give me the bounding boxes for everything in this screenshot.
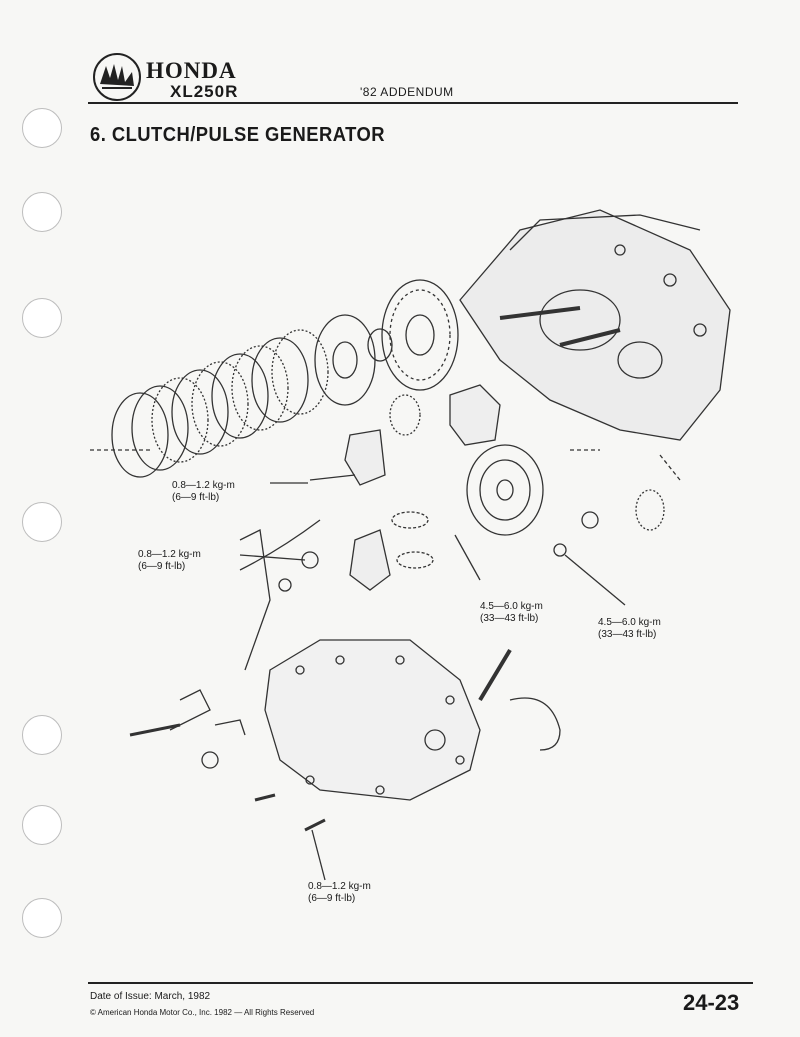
binder-hole — [22, 192, 62, 232]
torque-spec-label: 0.8—1.2 kg-m(6—9 ft-lb) — [138, 549, 201, 572]
clutch-center — [314, 314, 376, 406]
torque-spec-label: 4.5—6.0 kg-m(33—43 ft-lb) — [480, 601, 543, 624]
header-rule — [88, 102, 738, 104]
torque-spec-label: 4.5—6.0 kg-m(33—43 ft-lb) — [598, 617, 661, 640]
model-name: XL250R — [170, 82, 239, 101]
binder-hole — [22, 898, 62, 938]
binder-hole — [22, 715, 62, 755]
honda-wing-logo-icon — [93, 53, 141, 101]
binder-hole — [22, 298, 62, 338]
torque-spec-label: 0.8—1.2 kg-m(6—9 ft-lb) — [308, 881, 371, 904]
clutch-outer-gear — [367, 279, 459, 391]
crankcase-cover — [264, 639, 481, 801]
section-title: 6. CLUTCH/PULSE GENERATOR — [90, 124, 386, 146]
copyright-notice: © American Honda Motor Co., Inc. 1982 — … — [90, 1008, 315, 1017]
primary-drive-gear — [466, 444, 544, 536]
exploded-parts-diagram — [90, 209, 731, 881]
binder-hole — [22, 805, 62, 845]
torque-spec-label: 0.8—1.2 kg-m(6—9 ft-lb) — [172, 480, 235, 503]
addendum-label: '82 ADDENDUM — [360, 85, 454, 99]
clutch-plates — [111, 329, 329, 478]
binder-hole — [22, 108, 62, 148]
crankcase-illustration — [459, 209, 731, 441]
page-number: 24-23 — [683, 990, 740, 1015]
binder-hole — [22, 502, 62, 542]
issue-date: Date of Issue: March, 1982 — [90, 991, 211, 1002]
brand-name: HONDA — [146, 58, 237, 83]
footer-rule — [88, 982, 753, 984]
